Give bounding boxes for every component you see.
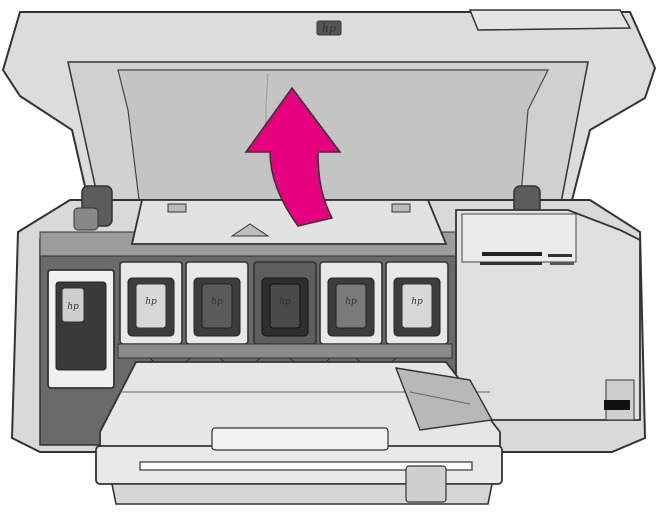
card-slot-2 [480,262,542,265]
ink-cartridge-1: hp [47,269,115,389]
svg-text:hp: hp [411,297,423,307]
memory-card-panel [455,209,641,421]
ink-cartridge-2: hp [119,261,183,345]
ink-cartridge-4: hp [253,261,317,345]
top-cover [1,9,657,209]
ink-cartridge-3: hp [185,261,249,345]
card-slot-1 [482,252,542,256]
arrow-up-icon [244,86,342,227]
paper-guide [405,465,447,503]
carriage-latch-cover [130,199,448,245]
svg-text:hp: hp [67,302,79,312]
svg-text:hp: hp [211,297,223,307]
hp-logo-icon: hp [316,20,342,36]
svg-text:hp: hp [279,297,291,307]
usb-port [604,400,630,410]
svg-text:hp: hp [345,297,357,307]
card-slot-4 [550,262,574,265]
svg-text:hp: hp [322,22,336,35]
ink-cartridge-5: hp [319,261,383,345]
paper-tray [95,361,503,505]
ink-cartridges: hp hp hp hp [47,261,453,389]
svg-text:hp: hp [145,297,157,307]
paper-slot [139,461,473,471]
ink-cartridge-6: hp [385,261,449,345]
card-slot-3 [548,254,572,257]
